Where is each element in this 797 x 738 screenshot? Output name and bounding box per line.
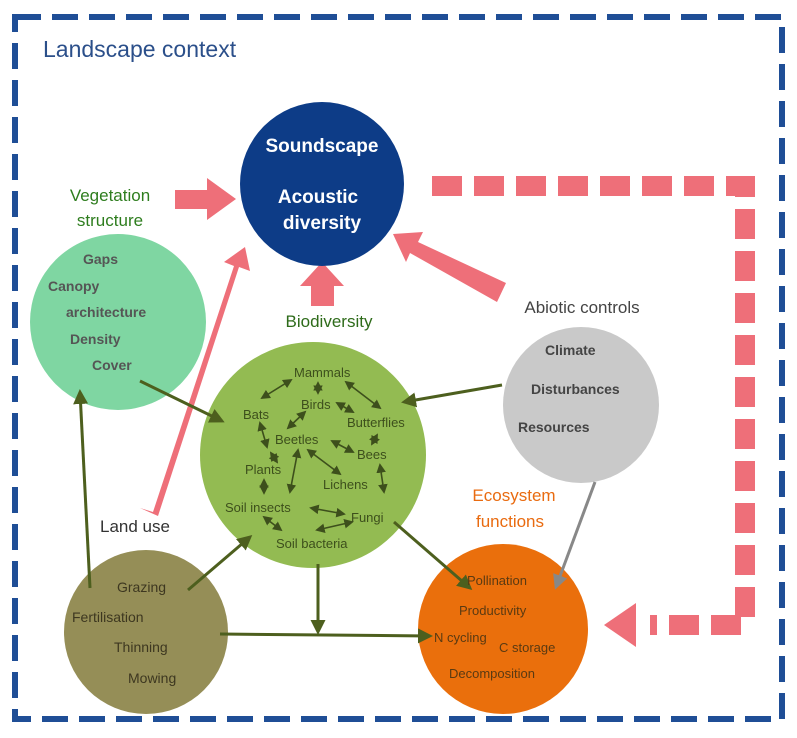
biodiversity-item: Butterflies [347, 415, 405, 430]
vegetation-item: Cover [92, 357, 132, 373]
vegetation-title-line1: Vegetation [70, 186, 150, 205]
biodiversity-item: Fungi [351, 510, 384, 525]
abiotic-title: Abiotic controls [524, 298, 639, 317]
abiotic-to-soundscape-arrow [393, 232, 506, 302]
vegetation-circle [30, 234, 206, 410]
biodiversity-item: Soil insects [225, 500, 291, 515]
ecosystem-item: Decomposition [449, 666, 535, 681]
abiotic-circle [503, 327, 659, 483]
landuse-item: Thinning [114, 639, 168, 655]
ecosystem-title-line2: functions [476, 512, 544, 531]
biodiversity-item: Mammals [294, 365, 351, 380]
acoustic-label: Acoustic [278, 187, 359, 208]
landuse-item: Mowing [128, 670, 176, 686]
vegetation-to-biodiversity-arrow [139, 379, 225, 423]
soundscape-circle [240, 102, 404, 266]
ecosystem-item: N cycling [434, 630, 487, 645]
vegetation-item: architecture [66, 304, 146, 320]
biodiversity-item: Plants [245, 462, 282, 477]
abiotic-item: Resources [518, 419, 590, 435]
landuse-item: Grazing [117, 579, 166, 595]
feedback-dashed-arrow [432, 176, 755, 635]
landscape-frame [12, 14, 785, 722]
vegetation-title-line2: structure [77, 211, 143, 230]
abiotic-to-ecosystem-arrow [553, 481, 597, 590]
ecosystem-item: Pollination [467, 573, 527, 588]
vegetation-item: Canopy [48, 278, 100, 294]
vegetation-item: Density [70, 331, 121, 347]
landuse-item: Fertilisation [72, 609, 144, 625]
biodiversity-item: Bats [243, 407, 270, 422]
abiotic-item: Climate [545, 342, 596, 358]
vegetation-to-soundscape-arrow [175, 178, 236, 220]
biodiversity-to-ecosystem-arrow [393, 520, 473, 590]
diversity-label: diversity [283, 213, 362, 234]
abiotic-item: Disturbances [531, 381, 620, 397]
landuse-circle [64, 550, 228, 714]
biodiversity-internal-arrows [257, 378, 388, 533]
landuse-to-biodiversity-arrow [187, 535, 253, 592]
feedback-arrowhead [604, 603, 636, 647]
landuse-to-vegetation-arrow [73, 389, 92, 589]
biodiversity-item: Soil bacteria [276, 536, 348, 551]
landuse-title: Land use [100, 517, 170, 536]
biodiversity-title: Biodiversity [286, 312, 373, 331]
biodiversity-item: Bees [357, 447, 387, 462]
biodiversity-item: Birds [301, 397, 331, 412]
landscape-context-title: Landscape context [43, 36, 237, 62]
ecosystem-item: C storage [499, 640, 555, 655]
biodiversity-item: Beetles [275, 432, 319, 447]
ecosystem-title-line1: Ecosystem [472, 486, 555, 505]
vegetation-item: Gaps [83, 251, 118, 267]
biodiversity-item: Lichens [323, 477, 368, 492]
biodiversity-to-soundscape-arrow [300, 262, 344, 306]
landuse-to-soundscape-arrow [140, 247, 250, 516]
soundscape-label: Soundscape [266, 136, 379, 157]
ecosystem-item: Productivity [459, 603, 527, 618]
abiotic-to-biodiversity-arrow [401, 383, 503, 408]
landuse-to-ecosystem-arrow [219, 628, 433, 644]
